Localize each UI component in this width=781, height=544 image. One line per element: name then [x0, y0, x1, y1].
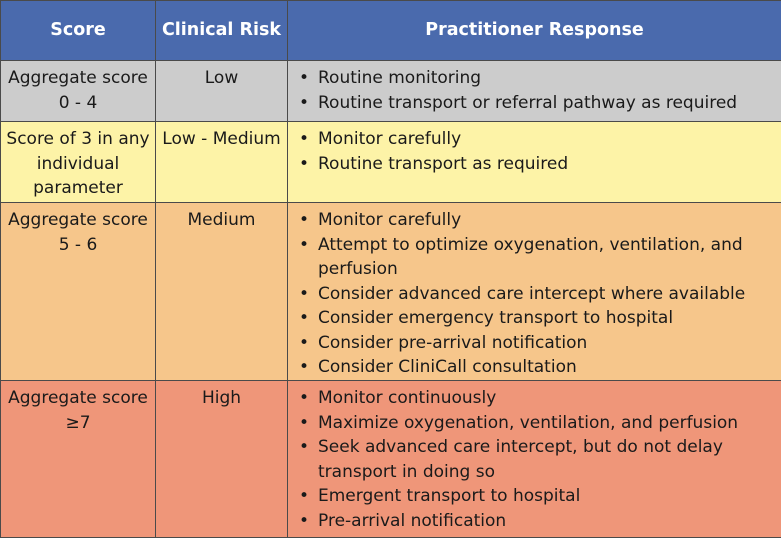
response-item: Consider CliniCall consultation	[296, 355, 777, 380]
risk-cell: High	[155, 380, 288, 538]
response-list: Monitor carefully Routine transport as r…	[296, 127, 777, 176]
response-item: Emergent transport to hospital	[296, 484, 777, 509]
header-score: Score	[0, 0, 156, 61]
response-item: Maximize oxygenation, ventilation, and p…	[296, 411, 777, 436]
response-cell: Routine monitoring Routine transport or …	[287, 60, 781, 122]
response-list: Routine monitoring Routine transport or …	[296, 66, 777, 115]
risk-cell: Low	[155, 60, 288, 122]
risk-cell: Low - Medium	[155, 121, 288, 203]
response-item: Seek advanced care intercept, but do not…	[296, 435, 777, 484]
response-item: Monitor carefully	[296, 208, 777, 233]
response-item: Consider advanced care intercept where a…	[296, 282, 777, 307]
risk-cell: Medium	[155, 202, 288, 381]
response-cell: Monitor continuously Maximize oxygenatio…	[287, 380, 781, 538]
response-item: Pre-arrival notification	[296, 509, 777, 534]
header-practitioner-response: Practitioner Response	[287, 0, 781, 61]
header-clinical-risk: Clinical Risk	[155, 0, 288, 61]
header-row: Score Clinical Risk Practitioner Respons…	[0, 0, 781, 61]
response-item: Routine monitoring	[296, 66, 777, 91]
response-item: Routine transport or referral pathway as…	[296, 91, 777, 116]
score-cell: Score of 3 in any individual parameter	[0, 121, 156, 203]
table-row-medium: Aggregate score 5 - 6 Medium Monitor car…	[0, 202, 781, 381]
response-cell: Monitor carefully Routine transport as r…	[287, 121, 781, 203]
response-item: Consider emergency transport to hospital	[296, 306, 777, 331]
response-item: Routine transport as required	[296, 152, 777, 177]
response-item: Monitor continuously	[296, 386, 777, 411]
response-item: Consider pre-arrival notification	[296, 331, 777, 356]
table-row-low-medium: Score of 3 in any individual parameter L…	[0, 121, 781, 203]
table-row-low: Aggregate score 0 - 4 Low Routine monito…	[0, 60, 781, 122]
score-cell: Aggregate score 0 - 4	[0, 60, 156, 122]
response-item: Attempt to optimize oxygenation, ventila…	[296, 233, 777, 282]
response-list: Monitor continuously Maximize oxygenatio…	[296, 386, 777, 533]
score-cell: Aggregate score ≥7	[0, 380, 156, 538]
response-cell: Monitor carefully Attempt to optimize ox…	[287, 202, 781, 381]
response-list: Monitor carefully Attempt to optimize ox…	[296, 208, 777, 380]
response-item: Monitor carefully	[296, 127, 777, 152]
table-row-high: Aggregate score ≥7 High Monitor continuo…	[0, 380, 781, 538]
score-cell: Aggregate score 5 - 6	[0, 202, 156, 381]
